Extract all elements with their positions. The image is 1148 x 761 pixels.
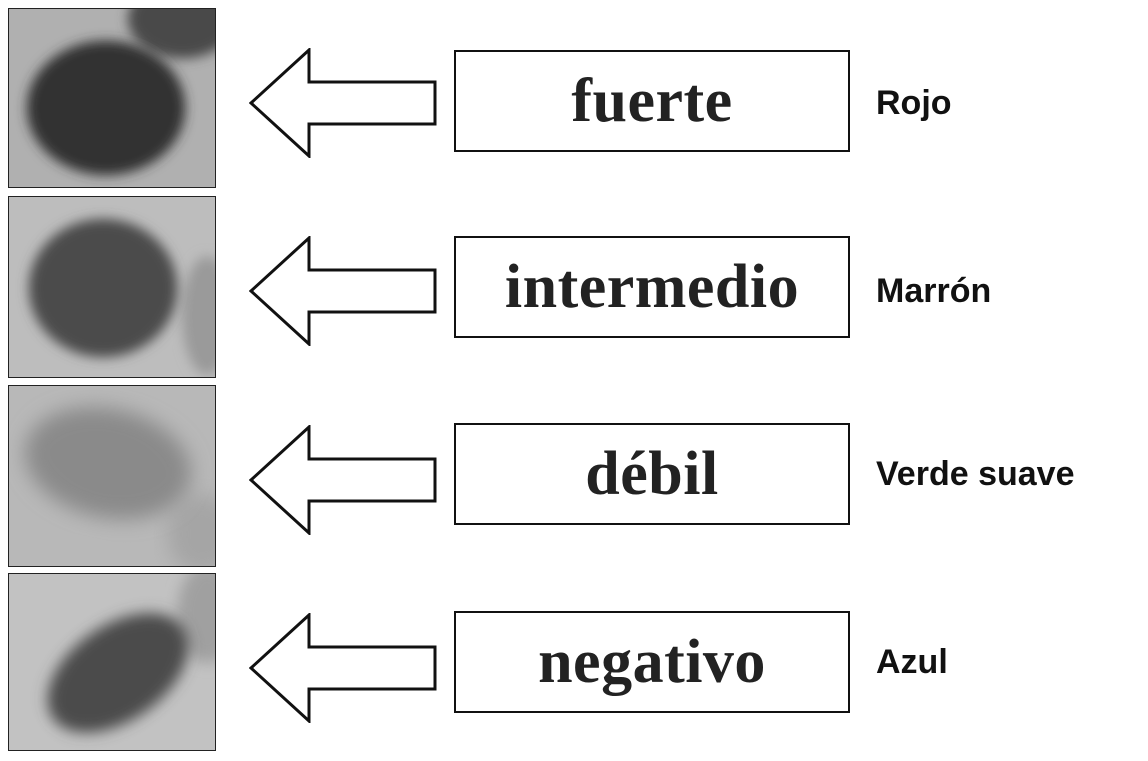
intensity-row-debil: débil Verde suave xyxy=(0,385,1148,573)
intensity-label: fuerte xyxy=(571,67,733,135)
color-name: Marrón xyxy=(876,272,992,310)
intensity-row-intermedio: intermedio Marrón xyxy=(0,196,1148,384)
nucleus-micrograph xyxy=(9,386,215,566)
color-name: Verde suave xyxy=(876,455,1075,493)
nucleus-micrograph xyxy=(9,9,215,187)
left-arrow-icon xyxy=(249,425,437,535)
nucleus-micrograph xyxy=(9,197,215,377)
intensity-label-box: débil xyxy=(454,423,850,525)
intensity-row-negativo: negativo Azul xyxy=(0,573,1148,761)
left-arrow-icon xyxy=(249,613,437,723)
intensity-label: intermedio xyxy=(504,253,800,321)
intensity-label-box: negativo xyxy=(454,611,850,713)
nucleus-image xyxy=(8,196,216,378)
color-name: Azul xyxy=(876,643,948,681)
intensity-label-box: intermedio xyxy=(454,236,850,338)
intensity-label: negativo xyxy=(538,628,766,696)
left-arrow-icon xyxy=(249,236,437,346)
nucleus-micrograph xyxy=(9,574,215,750)
left-arrow-icon xyxy=(249,48,437,158)
intensity-label-box: fuerte xyxy=(454,50,850,152)
nucleus-image xyxy=(8,385,216,567)
intensity-row-fuerte: fuerte Rojo xyxy=(0,8,1148,196)
nucleus-image xyxy=(8,8,216,188)
nucleus-image xyxy=(8,573,216,751)
color-name: Rojo xyxy=(876,84,952,122)
intensity-label: débil xyxy=(585,440,719,508)
